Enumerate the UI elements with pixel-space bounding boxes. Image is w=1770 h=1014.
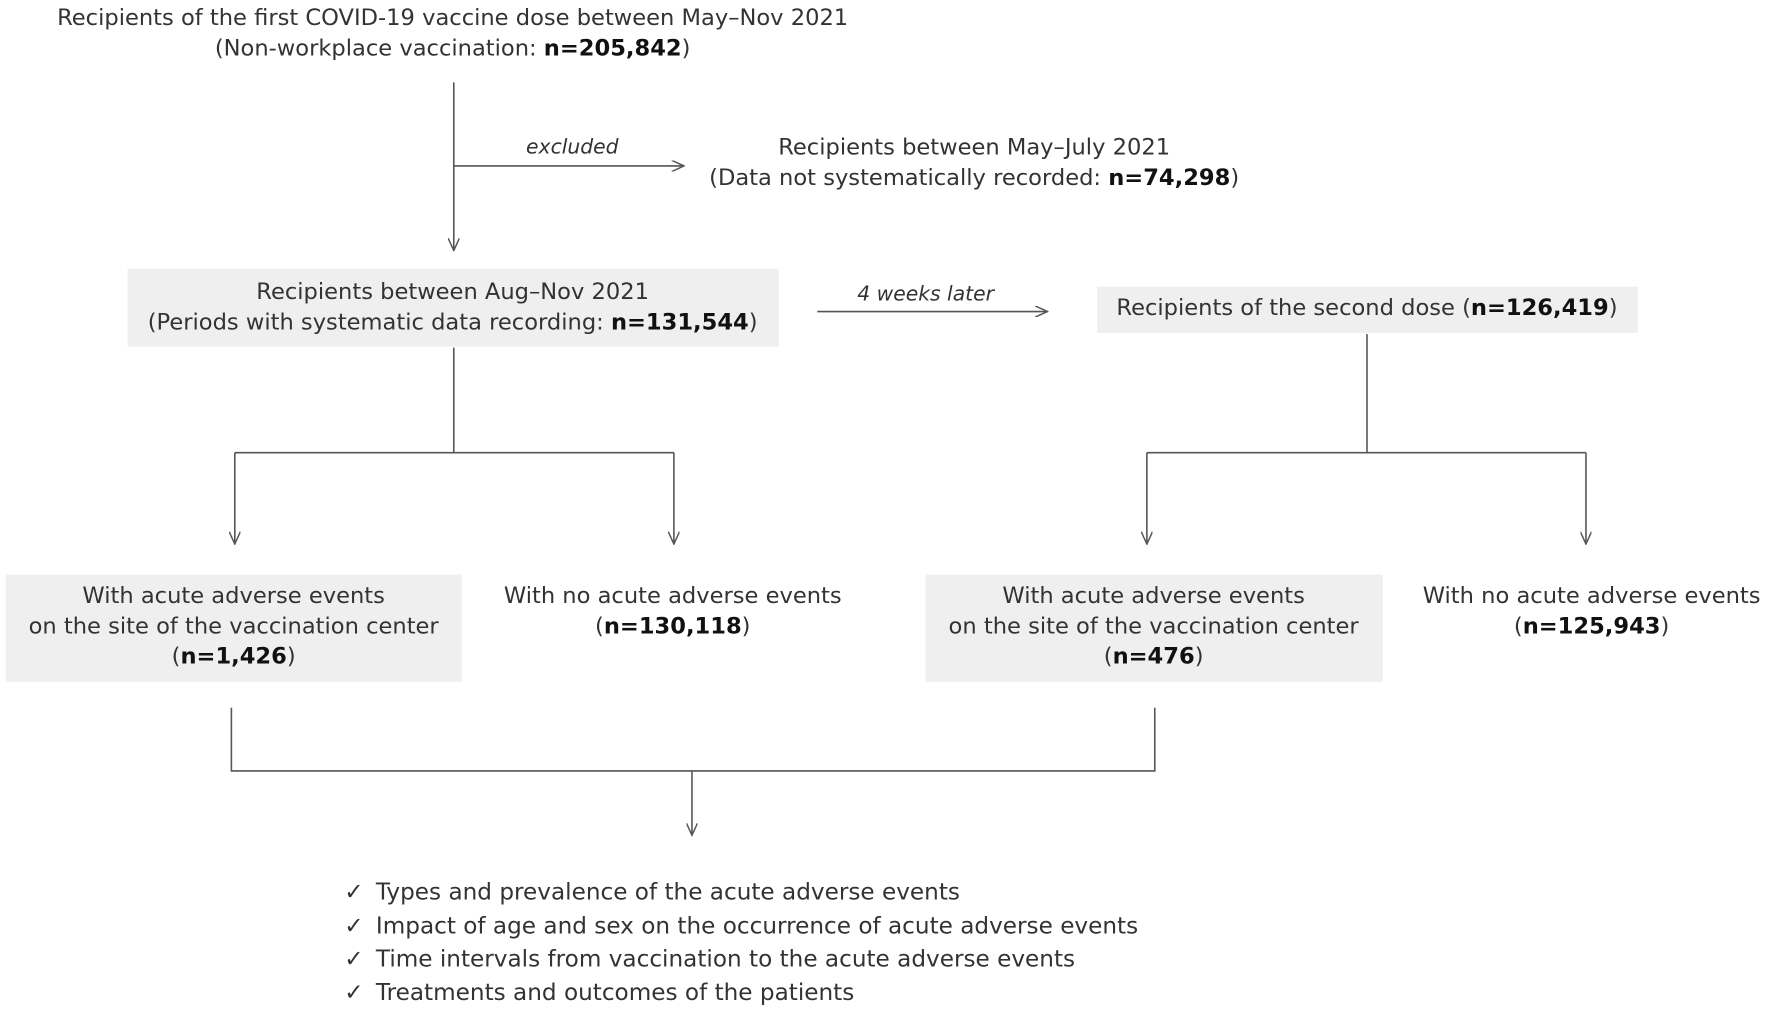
check-icon: ✓: [344, 944, 364, 972]
first-dose-box: [127, 268, 779, 347]
list-item: ✓Impact of age and sex on the occurrence…: [344, 909, 1138, 942]
outcomes-list: ✓Types and prevalence of the acute adver…: [344, 876, 1138, 1009]
second-dose-box: [1097, 286, 1638, 333]
second-no-ae-node: With no acute adverse events (n=125,943): [1422, 581, 1761, 639]
list-item: ✓Treatments and outcomes of the patients: [344, 976, 1138, 1009]
list-item: ✓Time intervals from vaccination to the …: [344, 943, 1138, 976]
check-icon: ✓: [344, 911, 364, 939]
top-node: Recipients of the first COVID-19 vaccine…: [57, 3, 849, 61]
excluded-node: Recipients between May–July 2021 (Data n…: [709, 133, 1240, 191]
second-ae-node: With acute adverse events on the site of…: [948, 581, 1359, 670]
check-icon: ✓: [344, 978, 364, 1006]
excluded-label: excluded: [526, 135, 619, 160]
second-ae-box: [925, 574, 1383, 682]
first-ae-box: [5, 574, 462, 682]
connector-merge: [230, 707, 1156, 772]
second-dose-node: Recipients of the second dose (n=126,419…: [1116, 293, 1618, 321]
first-ae-node: With acute adverse events on the site of…: [28, 581, 439, 670]
first-no-ae-node: With no acute adverse events (n=130,118): [503, 581, 842, 639]
first-dose-node: Recipients between Aug–Nov 2021 (Periods…: [147, 277, 758, 336]
interval-label: 4 weeks later: [857, 282, 994, 306]
list-item: ✓Types and prevalence of the acute adver…: [344, 876, 1138, 909]
check-icon: ✓: [344, 878, 364, 906]
